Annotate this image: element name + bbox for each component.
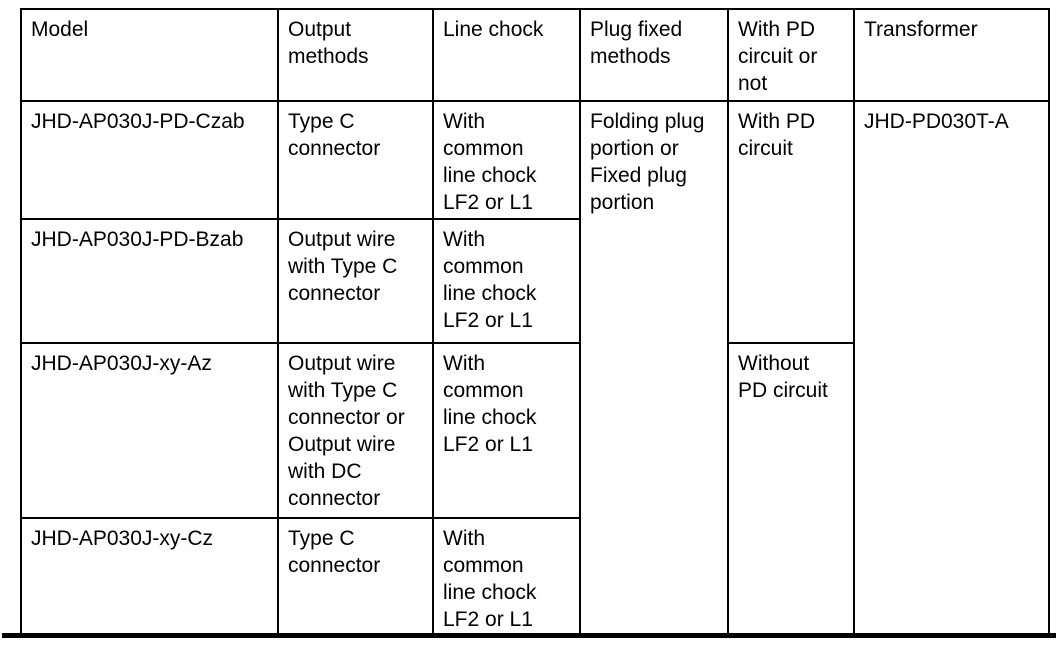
model-cell: JHD-AP030J-xy-Az	[20, 342, 279, 519]
line-chock-cell: With common line chock LF2 or L1	[432, 218, 581, 344]
column-header-output-methods: Output methods	[277, 8, 434, 102]
table-row: JHD-AP030J-PD-Czab Type C connector With…	[20, 100, 1050, 635]
model-cell: JHD-AP030J-xy-Cz	[20, 517, 279, 635]
column-header-plug-fixed-methods: Plug fixed methods	[579, 8, 729, 102]
line-chock-cell: With common line chock LF2 or L1	[432, 342, 581, 519]
column-header-line-chock: Line chock	[432, 8, 581, 102]
plug-fixed-methods-cell: Folding plug portion or Fixed plug porti…	[579, 100, 729, 635]
pd-circuit-cell-without: Without PD circuit	[727, 342, 855, 635]
spec-table: Model Output methods Line chock Plug fix…	[20, 8, 1050, 635]
column-header-pd-circuit: With PD circuit or not	[727, 8, 855, 102]
transformer-cell: JHD-PD030T-A	[853, 100, 1050, 635]
table-row: JHD-AP030J-xy-Cz Type C connector With c…	[20, 517, 1049, 635]
model-cell: JHD-AP030J-PD-Czab	[20, 100, 279, 220]
output-methods-cell: Type C connector	[277, 517, 434, 635]
column-header-model: Model	[20, 8, 279, 102]
column-header-transformer: Transformer	[853, 8, 1050, 102]
output-methods-cell: Output wire with Type C connector or Out…	[277, 342, 434, 519]
page-bottom-rule	[2, 633, 1056, 638]
model-cell: JHD-AP030J-PD-Bzab	[20, 218, 279, 344]
pd-circuit-cell-with: With PD circuit	[727, 100, 855, 344]
output-methods-cell: Output wire with Type C connector	[277, 218, 434, 344]
line-chock-cell: With common line chock LF2 or L1	[432, 517, 581, 635]
header-row: Model Output methods Line chock Plug fix…	[20, 8, 1050, 102]
output-methods-cell: Type C connector	[277, 100, 434, 220]
line-chock-cell: With common line chock LF2 or L1	[432, 100, 581, 220]
table-row: JHD-AP030J-PD-Bzab Output wire with Type…	[20, 218, 1049, 344]
